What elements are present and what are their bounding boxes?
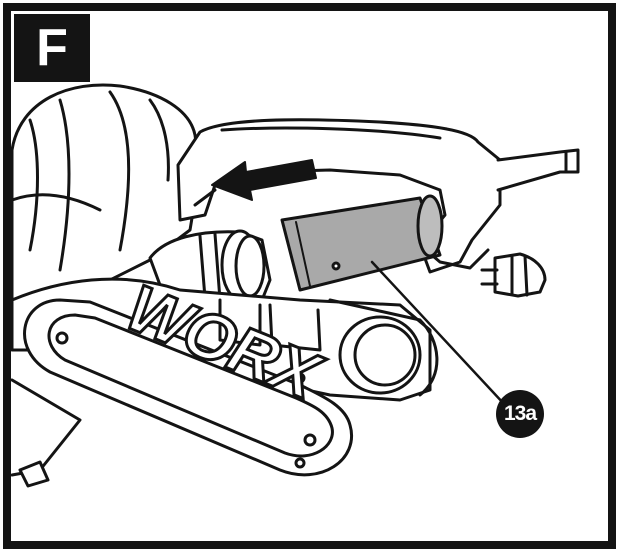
handle: [176, 118, 502, 274]
dust-port: [148, 229, 272, 307]
motor-housing: [10, 83, 202, 302]
power-cord: [496, 148, 580, 192]
lock-button: [480, 252, 547, 298]
dust-collection-tube: [280, 194, 444, 292]
callout-label: 13a: [503, 402, 537, 425]
callout-badge: [496, 390, 544, 438]
sanding-belt: [23, 298, 353, 477]
direction-arrow-left-icon: [211, 159, 317, 201]
callout-leader: [370, 260, 507, 407]
panel-label: F: [14, 14, 90, 82]
base-body: [10, 277, 439, 488]
